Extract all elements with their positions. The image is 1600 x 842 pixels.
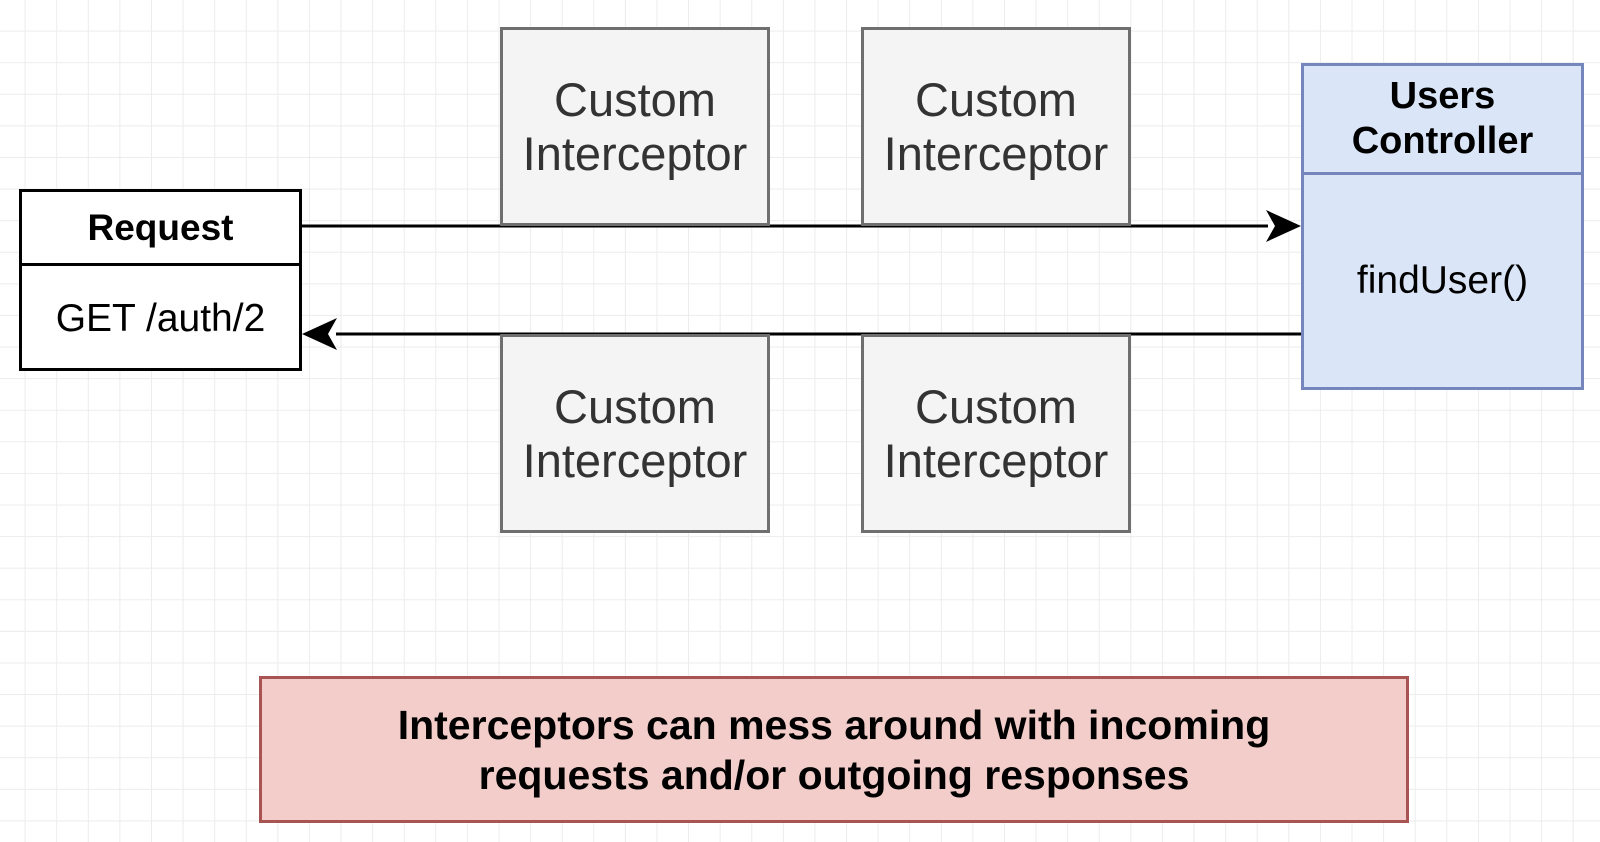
interceptor-incoming-1: Custom Interceptor: [500, 27, 770, 226]
interceptor-outgoing-1: Custom Interceptor: [500, 334, 770, 533]
explanation-note: Interceptors can mess around with incomi…: [259, 676, 1409, 823]
request-box: Request GET /auth/2: [19, 189, 302, 371]
request-title: Request: [22, 192, 299, 266]
request-arrowhead-right: [1266, 210, 1301, 242]
controller-title: Users Controller: [1304, 66, 1581, 175]
interceptor-incoming-2: Custom Interceptor: [861, 27, 1131, 226]
interceptor-outgoing-2: Custom Interceptor: [861, 334, 1131, 533]
controller-method: findUser(): [1356, 259, 1529, 302]
response-arrowhead-left: [302, 318, 337, 350]
users-controller-box: Users Controller findUser(): [1301, 63, 1584, 390]
request-route: GET /auth/2: [55, 296, 266, 340]
